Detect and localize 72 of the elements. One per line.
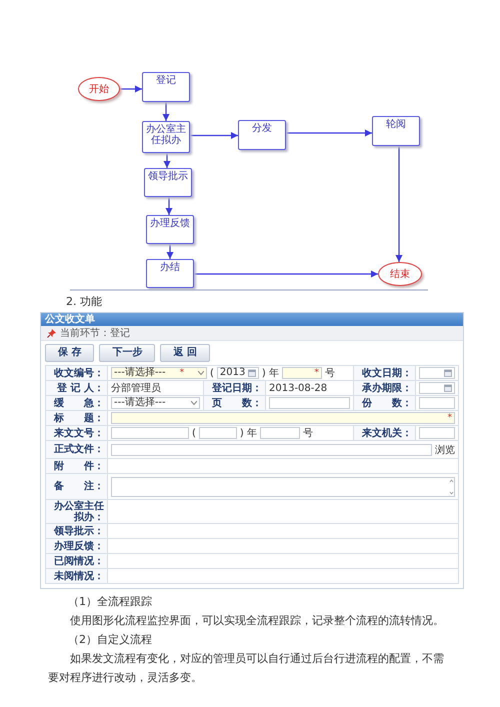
field-label: 承办期限： <box>362 382 412 394</box>
arrow <box>163 153 171 168</box>
process-box <box>146 259 194 288</box>
field-label: 来文机关： <box>362 428 412 438</box>
form-text: 号 <box>302 427 313 440</box>
arrow <box>190 132 238 140</box>
process-box <box>142 121 190 153</box>
field-label: 已阅情况： <box>54 556 104 566</box>
form-text: ( <box>192 428 196 438</box>
process-box <box>142 72 190 102</box>
select-field: ---请选择--- <box>111 397 200 409</box>
select-field: ---请选择--- * <box>111 367 207 379</box>
field-label: 领导批示： <box>54 526 104 536</box>
paragraph: 使用图形化流程监控界面，可以实现全流程跟踪，记录整个流程的流转情况。 <box>69 613 445 629</box>
input-field: * <box>282 367 322 379</box>
field-label: 登记日期： <box>212 382 262 394</box>
browse-link: 浏览 <box>435 444 455 456</box>
arrow <box>162 102 170 121</box>
year-field: 2013 <box>216 367 259 379</box>
field-label: 收文编号： <box>54 368 104 378</box>
arrow <box>395 146 403 262</box>
process-box <box>372 116 420 146</box>
process-box <box>238 120 286 150</box>
current-step-text: 当前环节：登记 <box>60 326 130 340</box>
arrow <box>286 129 372 137</box>
section-heading: 2. 功能 <box>66 294 102 309</box>
field-label: 正式文件： <box>54 444 104 455</box>
arrow <box>165 197 173 215</box>
field-label: 办公室主任拟办： <box>53 500 104 522</box>
field-label: 登 记 人： <box>57 382 104 394</box>
form-text: ) <box>262 368 266 378</box>
node-label: 办公室主任拟办 <box>146 124 186 146</box>
field-label: 份 数： <box>362 398 412 408</box>
form-text: 分部管理员 <box>111 382 161 395</box>
field-label: 页 数： <box>212 398 262 408</box>
terminal-ellipse <box>78 77 120 101</box>
form-text: 年 <box>246 427 257 440</box>
paragraph: 如果发文流程有变化，对应的管理员可以自行通过后台行进流程的配置，不需要对程序进行改动，灵活多变。 <box>48 651 445 686</box>
subheading: （1）全流程跟踪 <box>67 594 153 610</box>
node-label: 办结 <box>160 262 180 273</box>
form-text: 号 <box>324 367 335 380</box>
node-label: 分发 <box>252 123 272 134</box>
node-label: 结束 <box>390 268 410 281</box>
field-label: 标 题： <box>54 412 104 424</box>
arrow <box>120 85 142 93</box>
field-label: 来文文号： <box>54 428 104 438</box>
back-button: 返 回 <box>160 344 210 362</box>
field-label: 办理反馈： <box>54 540 104 552</box>
form-text: ) <box>240 428 244 438</box>
node-label: 办理反馈 <box>150 218 190 229</box>
form-text: 年 <box>268 367 279 380</box>
node-label: 领导批示 <box>148 171 188 182</box>
node-label: 开始 <box>89 83 109 96</box>
form-text: ( <box>210 368 214 378</box>
field-label: 备 注： <box>54 481 104 492</box>
subheading: （2）自定义流程 <box>67 632 153 648</box>
next-button: 下一步 <box>99 344 156 362</box>
process-box <box>144 168 192 197</box>
node-label: 轮阅 <box>386 119 406 130</box>
field-label: 收文日期： <box>362 368 412 378</box>
terminal-ellipse <box>378 262 422 286</box>
field-label: 未阅情况： <box>54 570 104 582</box>
field-label: 缓 急： <box>54 398 104 408</box>
arrow <box>194 270 378 278</box>
input-field: * <box>111 412 455 424</box>
save-button: 保 存 <box>45 344 94 362</box>
arrow <box>166 244 174 259</box>
process-box <box>146 215 194 244</box>
field-label: 附 件： <box>54 460 104 472</box>
form-text: 2013-08-28 <box>269 382 328 394</box>
node-label: 登记 <box>156 75 176 86</box>
form-title-bar: 公文收文单 <box>41 313 463 326</box>
